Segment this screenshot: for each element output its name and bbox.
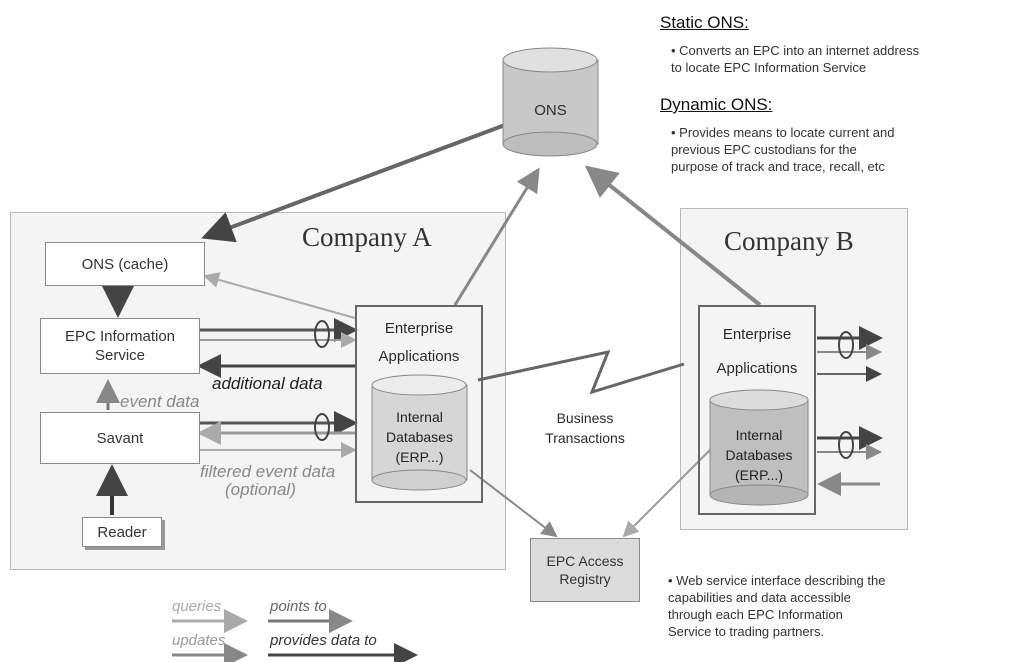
static-ons-line-2: to locate EPC Information Service bbox=[671, 60, 867, 75]
legend-points-to: points to bbox=[270, 598, 327, 615]
business-transaction-link bbox=[477, 349, 685, 395]
filtered-event-data-label-2: (optional) bbox=[225, 480, 296, 499]
company-b-db-line-1: Internal bbox=[735, 427, 783, 443]
registry-note-line-2: capabilities and data accessible bbox=[668, 590, 851, 605]
filtered-event-data-label-1: filtered event data bbox=[200, 462, 336, 481]
registry-line-1: EPC Access bbox=[546, 553, 624, 569]
legend-updates: updates bbox=[172, 632, 226, 649]
dynamic-ons-line-2: previous EPC custodians for the bbox=[671, 142, 857, 157]
static-ons-heading: Static ONS: bbox=[660, 13, 749, 32]
dynamic-ons-line-1: • Provides means to locate current and bbox=[671, 125, 895, 140]
epc-is-line-1: EPC Information bbox=[64, 328, 176, 345]
company-a-db-line-3: (ERP...) bbox=[395, 449, 444, 465]
company-a-enterprise-line-1: Enterprise bbox=[384, 320, 454, 337]
ons-cache-box: ONS (cache) bbox=[45, 242, 205, 286]
dynamic-ons-heading: Dynamic ONS: bbox=[660, 95, 773, 114]
static-ons-line-1: • Converts an EPC into an internet addre… bbox=[671, 43, 920, 58]
savant-box: Savant bbox=[40, 412, 200, 464]
ons-database-icon bbox=[502, 47, 599, 157]
company-a-db-line-1: Internal bbox=[396, 409, 443, 425]
additional-data-label: additional data bbox=[212, 374, 323, 393]
legend-queries: queries bbox=[172, 598, 222, 615]
legend-provides-data-to: provides data to bbox=[270, 632, 377, 649]
company-b-db-line-2: Databases bbox=[725, 447, 793, 463]
event-data-label: event data bbox=[120, 392, 200, 411]
company-b-database-icon bbox=[709, 389, 809, 506]
arrow-enterprise-to-cache bbox=[203, 272, 356, 319]
business-transactions-line-1: Business bbox=[556, 410, 614, 426]
company-a-database-icon bbox=[371, 374, 468, 491]
ons-label: ONS bbox=[534, 102, 567, 119]
dynamic-ons-line-3: purpose of track and trace, recall, etc bbox=[671, 159, 885, 174]
company-b-db-line-3: (ERP...) bbox=[735, 467, 783, 483]
epc-access-registry-box: EPC Access Registry bbox=[530, 538, 640, 602]
company-a-title: Company A bbox=[302, 222, 432, 252]
company-b-enterprise-line-2: Applications bbox=[716, 360, 798, 377]
company-a-enterprise-line-2: Applications bbox=[378, 348, 460, 365]
registry-line-2: Registry bbox=[559, 571, 611, 587]
company-a-db-line-2: Databases bbox=[386, 429, 453, 445]
company-b-enterprise-line-1: Enterprise bbox=[722, 326, 792, 343]
epc-is-line-2: Service bbox=[94, 347, 146, 364]
arrow-ons-to-cache bbox=[201, 123, 506, 243]
company-b-title: Company B bbox=[724, 226, 854, 256]
business-transactions-line-2: Transactions bbox=[545, 430, 625, 446]
registry-note-line-3: through each EPC Information bbox=[668, 607, 843, 622]
epc-information-service-box: EPC Information Service bbox=[40, 318, 200, 374]
company-b-enterprise-box bbox=[698, 305, 816, 515]
arrow-enterprise-b-to-ons bbox=[584, 165, 762, 307]
registry-note-line-1: • Web service interface describing the bbox=[668, 573, 886, 588]
arrow-enterprise-a-to-ons bbox=[453, 167, 540, 306]
reader-box: Reader bbox=[82, 517, 162, 547]
company-a-enterprise-box bbox=[355, 305, 483, 503]
registry-note-line-4: Service to trading partners. bbox=[668, 624, 825, 639]
